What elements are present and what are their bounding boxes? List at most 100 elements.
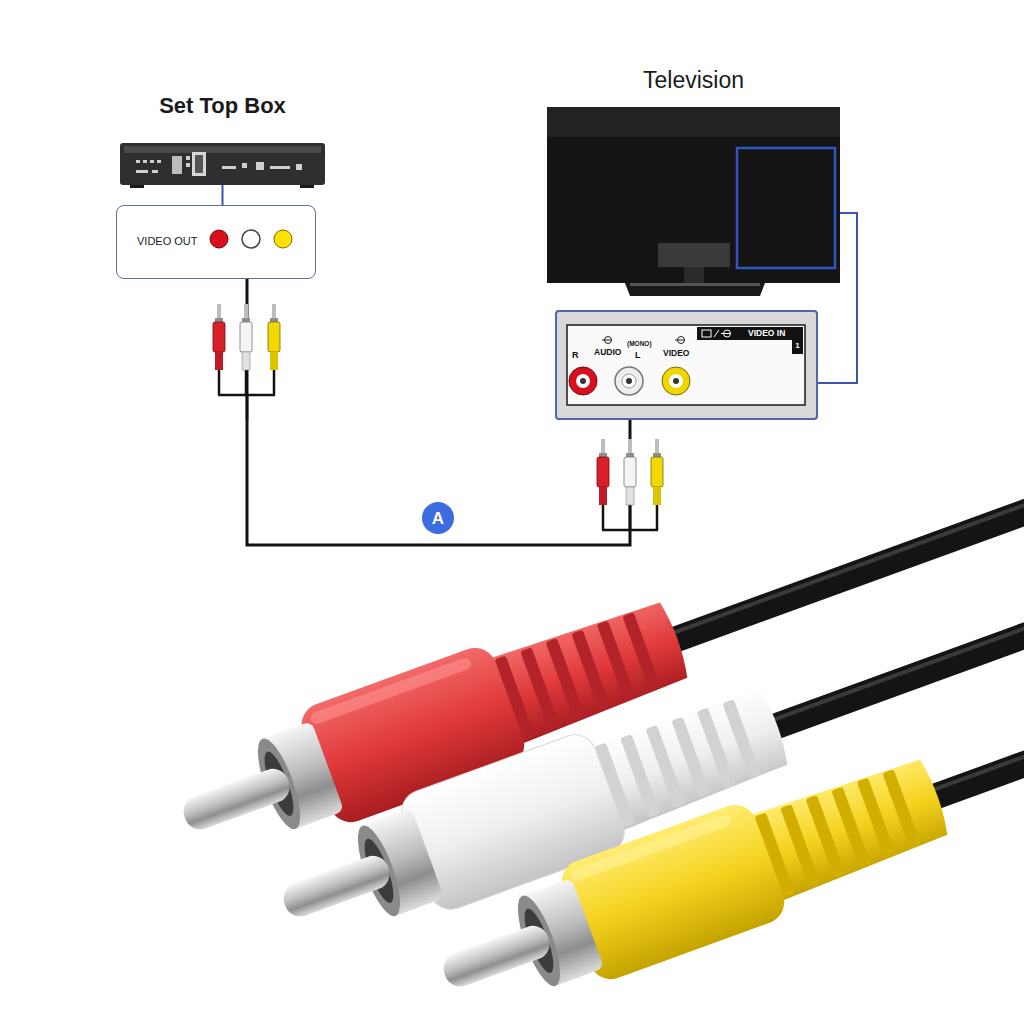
panel-title: VIDEO IN: [748, 329, 785, 338]
plug-set-left-part: [270, 352, 278, 370]
plug-set-left-part: [218, 370, 275, 420]
cable-line: [818, 213, 857, 383]
port-panel-box: VIDEO IN1RAUDIO(MONO)LVIDEO: [555, 310, 818, 420]
set-top-box-device: [120, 143, 325, 188]
plug-set-right-part: [597, 457, 609, 487]
set-top-box-device-part: [152, 170, 158, 173]
tv-input-panel-part-part: [675, 340, 685, 341]
plug-set-left-part: [270, 318, 278, 322]
plug-set-right-part: [626, 487, 634, 505]
plug-set-right-part: [599, 453, 607, 457]
set-top-box-device-part: [242, 163, 247, 168]
rca-plug-white-part: [279, 851, 394, 921]
rca-plug-yellow-part: [439, 921, 554, 991]
set-top-box-device-part: [192, 152, 206, 176]
plug-set-left-part: [268, 322, 280, 352]
video-out-inset-part: [274, 230, 292, 248]
tv-input-panel-part: [702, 330, 731, 337]
plug-set-right-part: [628, 439, 632, 453]
device-heading: Set Top Box: [159, 95, 286, 117]
set-top-box-device-part: [120, 143, 325, 185]
plug-set-left-part-part: [246, 395, 249, 420]
set-top-box-device-part: [222, 166, 236, 169]
tv-input-panel-part: [669, 374, 683, 388]
plug-set-left-part: [242, 318, 250, 322]
set-top-box-device-part: [256, 162, 264, 170]
jack-label: VIDEO: [663, 349, 689, 358]
plug-set-left-part-part: [218, 370, 221, 395]
plug-set-left-part-part: [273, 370, 276, 395]
set-top-box-device-part: [157, 160, 161, 163]
plug-set-right-part: [655, 439, 659, 453]
television-set-part: [658, 243, 730, 267]
callout-letter: A: [432, 510, 444, 527]
plug-set-right-part: [653, 453, 661, 457]
plug-set-left-part: [215, 352, 223, 370]
device-box: Television: [547, 107, 840, 283]
tv-input-panel-part: [555, 310, 818, 420]
set-top-box-device-part: [270, 166, 290, 169]
plug-set-right-part: [602, 505, 658, 530]
video-out-inset-part: [210, 230, 228, 248]
set-top-box-device-part: [300, 185, 314, 188]
set-top-box-device-part: [136, 170, 148, 173]
rca-plug-yellow-part-part: [882, 769, 921, 848]
television-set-part: [547, 107, 840, 137]
television-set-part: [737, 148, 835, 268]
plug-set-right-part-part: [629, 505, 632, 530]
plug-set-left-part: [213, 322, 225, 352]
tv-input-panel-part-part: [721, 333, 731, 334]
jack-label: (MONO): [627, 341, 652, 348]
rca-plug-yellow-part: [754, 766, 922, 897]
rca-plug-white-part: [750, 482, 1024, 746]
plug-set-left: [213, 304, 280, 420]
set-top-box-device-part: [130, 185, 144, 188]
video-out-inset-part: [242, 230, 260, 248]
port-label: VIDEO OUT: [137, 236, 198, 247]
television-set-part: [625, 283, 765, 296]
set-top-box-device-part: [296, 164, 302, 170]
plug-set-left-part: [240, 322, 252, 352]
tv-input-panel-part: [792, 340, 803, 354]
port-inset-box: VIDEO OUT: [116, 205, 316, 279]
tv-input-panel-part: [567, 325, 805, 405]
set-top-box-device-part: [172, 156, 182, 174]
jack-label: AUDIO: [594, 348, 621, 357]
rca-plug-red-part: [650, 395, 1024, 659]
set-top-box-device-part: [150, 160, 154, 163]
tv-input-panel: [555, 310, 818, 420]
set-top-box-device-part: [136, 160, 140, 163]
plug-set-right-part: [653, 487, 661, 505]
set-top-box-device-part: [143, 160, 147, 163]
tv-input-panel-part: [673, 378, 679, 384]
plug-set-left-part-part: [245, 370, 248, 395]
rca-plug-red-part: [494, 609, 662, 740]
set-top-box-device-part: [186, 163, 190, 167]
plug-set-right-part: [601, 439, 605, 453]
cable-line: [247, 279, 630, 545]
television-set-part: [630, 283, 760, 286]
tv-input-panel-part: [662, 367, 690, 395]
rca-plug-yellow-part: [569, 813, 733, 882]
television-set-part: [547, 107, 840, 283]
television-set-part: [684, 267, 704, 283]
plug-set-right-part: [624, 457, 636, 487]
rca-plug-white-part-part: [722, 699, 761, 778]
video-out-inset: [116, 205, 316, 279]
set-top-box-device-part: [124, 146, 321, 153]
device-heading: Television: [643, 69, 744, 92]
tv-input-panel-part: [615, 367, 643, 395]
rca-plug-red-part-part: [622, 612, 661, 691]
tv-input-panel-part-part: [702, 330, 711, 337]
tv-input-panel-part: [576, 374, 590, 388]
tv-input-panel-part-part: [714, 330, 719, 337]
rca-plug-red-part: [179, 764, 294, 834]
plug-set-right-part-part: [656, 505, 659, 530]
television-set: [547, 107, 840, 296]
rca-plug-yellow: [424, 506, 1024, 1024]
plug-set-right-part-part: [602, 505, 605, 530]
rca-plug-white-part: [752, 486, 1024, 729]
